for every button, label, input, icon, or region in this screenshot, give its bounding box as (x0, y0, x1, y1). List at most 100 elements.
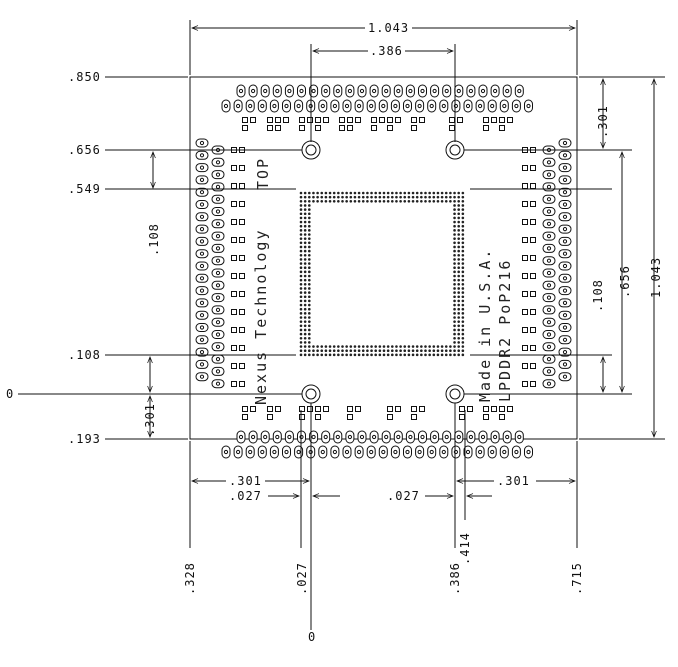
dim-hole-spacing-top: .386 (370, 44, 403, 58)
left-pad-inner (211, 268, 225, 278)
bga-ball (403, 349, 407, 353)
bga-ball (453, 295, 456, 299)
bottom-pad-inner (330, 445, 340, 459)
test-pad (231, 219, 237, 225)
bga-ball (453, 312, 456, 315)
bga-ball (461, 278, 465, 282)
bga-ball (299, 332, 303, 336)
bottom-pad-inner-hole (490, 449, 495, 455)
top-pad-outer (393, 84, 403, 98)
left-pad-inner (211, 194, 225, 204)
bga-ball (457, 191, 461, 195)
bga-ball (320, 345, 324, 348)
bga-ball (308, 220, 311, 224)
bga-ball (461, 266, 465, 270)
test-pad (239, 219, 245, 225)
test-pad (239, 183, 245, 189)
right-pad-outer (558, 249, 572, 259)
mounting-hole-bottom-right (445, 384, 465, 404)
test-pad (499, 125, 505, 131)
dim-right-vertical-1043: 1.043 (649, 257, 663, 298)
bga-ball (449, 349, 452, 353)
bga-ball (395, 345, 398, 348)
bottom-pad-outer-hole (384, 434, 389, 440)
right-pad-outer-hole (562, 313, 568, 318)
bga-ball (457, 274, 461, 278)
bga-ball (453, 200, 456, 203)
bga-ball (353, 200, 357, 203)
left-pad-outer (195, 323, 209, 332)
bottom-pad-outer-hole (480, 434, 486, 440)
bga-ball (453, 253, 456, 257)
bga-ball (374, 195, 378, 199)
bga-ball (299, 307, 303, 311)
right-pad-outer (558, 187, 572, 197)
bga-ball (453, 324, 456, 328)
bga-ball (457, 283, 461, 286)
left-pad-outer-hole (199, 251, 205, 256)
bga-ball (303, 291, 307, 294)
test-pad (267, 414, 273, 420)
bga-ball (453, 249, 456, 253)
bga-ball (461, 274, 465, 278)
dim-y-0: 0 (6, 387, 14, 401)
right-pad-outer (558, 200, 572, 209)
test-pad (522, 309, 528, 315)
bga-ball (303, 249, 307, 253)
test-pad (299, 117, 305, 123)
bga-ball (324, 191, 328, 195)
right-pad-inner-hole (546, 184, 552, 189)
bga-ball (299, 237, 303, 240)
bga-ball (303, 312, 307, 315)
left-pad-inner (211, 280, 225, 290)
bga-ball (432, 353, 436, 357)
right-pad-inner-hole (546, 295, 552, 300)
right-pad-inner-hole (546, 357, 552, 362)
bottom-pad-outer-hole (432, 434, 437, 440)
bga-ball (461, 349, 465, 353)
top-pad-inner (318, 99, 328, 113)
bottom-pad-inner (524, 445, 533, 459)
bga-ball (415, 345, 419, 348)
top-pad-outer-hole (359, 88, 365, 94)
test-pad (347, 125, 353, 131)
bga-ball (382, 345, 386, 348)
top-pad-outer (272, 84, 282, 98)
bga-ball (332, 345, 336, 348)
right-pad-outer-hole (562, 288, 568, 293)
test-pad (530, 363, 536, 369)
bga-ball (428, 195, 431, 199)
test-pad (239, 237, 245, 243)
bga-ball (303, 336, 307, 340)
bga-ball (308, 274, 311, 278)
bga-ball (370, 191, 373, 195)
bga-ball (461, 299, 465, 303)
bottom-pad-outer (442, 430, 452, 444)
mounting-hole-top-left-inner (305, 144, 317, 156)
bga-ball (461, 204, 465, 207)
bga-ball (461, 320, 465, 323)
bga-ball (453, 208, 456, 211)
bga-ball (303, 241, 307, 245)
bottom-pad-outer (405, 430, 415, 444)
top-pad-inner-hole (405, 103, 410, 109)
test-pad (530, 183, 536, 189)
bottom-pad-outer-hole (456, 434, 461, 440)
bottom-pad-inner-hole (344, 449, 350, 455)
bottom-pad-outer (357, 430, 367, 444)
test-pad (459, 414, 465, 420)
bga-ball (332, 191, 336, 195)
dim-left-vertical-301: .301 (143, 403, 157, 436)
bga-ball (391, 353, 394, 357)
bga-ball (453, 328, 456, 332)
bga-ball (370, 345, 373, 348)
right-pad-outer (558, 347, 572, 357)
bga-ball (415, 349, 419, 353)
right-pad-outer-hole (562, 227, 568, 232)
left-pad-inner-hole (215, 295, 221, 300)
top-pad-outer-hole (287, 88, 292, 94)
dim-y-850: .850 (68, 70, 101, 84)
test-pad (239, 165, 245, 171)
bga-ball (461, 212, 465, 216)
bga-ball (461, 216, 465, 220)
